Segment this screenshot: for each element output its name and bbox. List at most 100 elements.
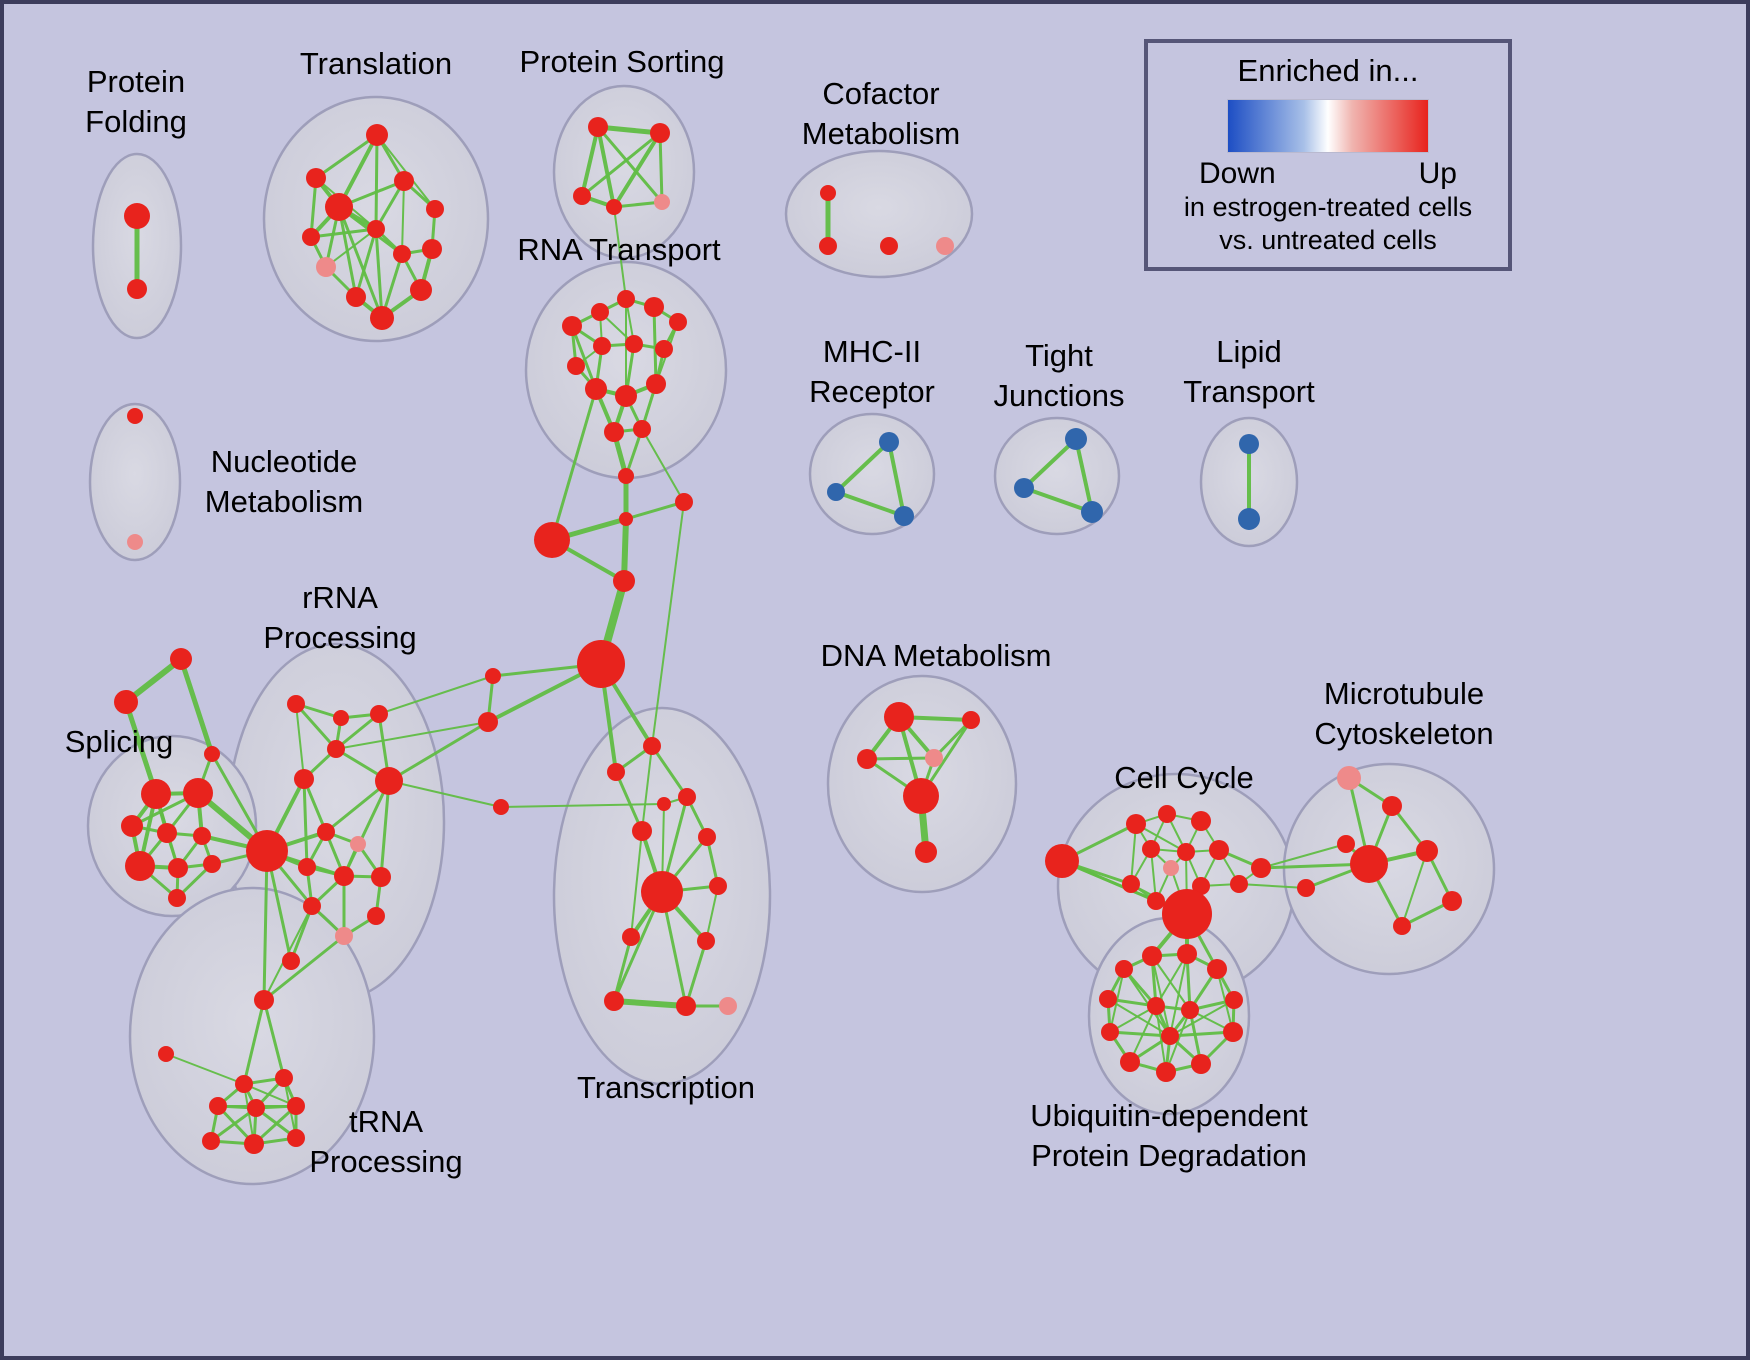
- gene-set-node-rt0[interactable]: [562, 316, 582, 336]
- gene-set-node-ub6[interactable]: [1101, 1023, 1119, 1041]
- gene-set-node-tj0[interactable]: [1065, 428, 1087, 450]
- gene-set-node-ub5[interactable]: [1225, 991, 1243, 1009]
- gene-set-node-cc1[interactable]: [1126, 814, 1146, 834]
- gene-set-node-tx1[interactable]: [607, 763, 625, 781]
- gene-set-node-ub2[interactable]: [1115, 960, 1133, 978]
- gene-set-node-tx3[interactable]: [632, 821, 652, 841]
- gene-set-node-rt3[interactable]: [644, 297, 664, 317]
- gene-set-node-ub7[interactable]: [1223, 1022, 1243, 1042]
- gene-set-node-sp8[interactable]: [168, 889, 186, 907]
- gene-set-node-rt12[interactable]: [604, 422, 624, 442]
- gene-set-node-dm4[interactable]: [903, 778, 939, 814]
- gene-set-node-tx9[interactable]: [604, 991, 624, 1011]
- gene-set-node-fm6[interactable]: [485, 668, 501, 684]
- gene-set-node-rr5[interactable]: [375, 767, 403, 795]
- gene-set-node-fm2[interactable]: [534, 522, 570, 558]
- gene-set-node-mt6[interactable]: [1442, 891, 1462, 911]
- gene-set-node-rt11[interactable]: [646, 374, 666, 394]
- gene-set-node-cc2[interactable]: [1158, 805, 1176, 823]
- gene-set-node-tx8[interactable]: [697, 932, 715, 950]
- gene-set-node-tx6[interactable]: [709, 877, 727, 895]
- gene-set-node-cc10[interactable]: [1230, 875, 1248, 893]
- gene-set-node-tp0[interactable]: [254, 990, 274, 1010]
- gene-set-node-fm5[interactable]: [577, 640, 625, 688]
- gene-set-node-tp8[interactable]: [244, 1134, 264, 1154]
- gene-set-node-rr0[interactable]: [287, 695, 305, 713]
- gene-set-node-mt3[interactable]: [1350, 845, 1388, 883]
- gene-set-node-mt7[interactable]: [1393, 917, 1411, 935]
- gene-set-node-tl10[interactable]: [394, 171, 414, 191]
- gene-set-node-rr10[interactable]: [334, 866, 354, 886]
- gene-set-node-rt9[interactable]: [585, 378, 607, 400]
- gene-set-node-cc4[interactable]: [1142, 840, 1160, 858]
- gene-set-node-rr14[interactable]: [367, 907, 385, 925]
- gene-set-node-rr2[interactable]: [370, 705, 388, 723]
- gene-set-node-sp4[interactable]: [193, 827, 211, 845]
- gene-set-node-tp4[interactable]: [209, 1097, 227, 1115]
- gene-set-node-rt8[interactable]: [567, 357, 585, 375]
- gene-set-node-ub1[interactable]: [1177, 944, 1197, 964]
- gene-set-node-rt7[interactable]: [593, 337, 611, 355]
- gene-set-node-ub12[interactable]: [1181, 1001, 1199, 1019]
- gene-set-node-rr12[interactable]: [303, 897, 321, 915]
- gene-set-node-rr1[interactable]: [333, 710, 349, 726]
- gene-set-node-rr3[interactable]: [327, 740, 345, 758]
- gene-set-node-sp0[interactable]: [141, 779, 171, 809]
- gene-set-node-tx11[interactable]: [719, 997, 737, 1015]
- gene-set-node-tg2[interactable]: [204, 746, 220, 762]
- gene-set-node-tp7[interactable]: [202, 1132, 220, 1150]
- gene-set-node-mt2[interactable]: [1337, 835, 1355, 853]
- gene-set-node-ps0[interactable]: [588, 117, 608, 137]
- gene-set-node-rt10[interactable]: [615, 385, 637, 407]
- gene-set-node-sp3[interactable]: [157, 823, 177, 843]
- gene-set-node-dm2[interactable]: [857, 749, 877, 769]
- gene-set-node-ps1[interactable]: [650, 123, 670, 143]
- gene-set-node-tx10[interactable]: [676, 996, 696, 1016]
- gene-set-node-fm9[interactable]: [657, 797, 671, 811]
- gene-set-node-fm0[interactable]: [618, 468, 634, 484]
- gene-set-node-sp5[interactable]: [125, 851, 155, 881]
- gene-set-node-nm0[interactable]: [127, 408, 143, 424]
- gene-set-node-pf1[interactable]: [127, 279, 147, 299]
- gene-set-node-cc3[interactable]: [1191, 811, 1211, 831]
- gene-set-node-rr6[interactable]: [246, 830, 288, 872]
- gene-set-node-mt0[interactable]: [1337, 766, 1361, 790]
- gene-set-node-tl3[interactable]: [302, 228, 320, 246]
- gene-set-node-cc7[interactable]: [1163, 860, 1179, 876]
- gene-set-node-dm5[interactable]: [915, 841, 937, 863]
- gene-set-node-ub8[interactable]: [1120, 1052, 1140, 1072]
- gene-set-node-tl5[interactable]: [346, 287, 366, 307]
- gene-set-node-sp7[interactable]: [203, 855, 221, 873]
- gene-set-node-tl12[interactable]: [393, 245, 411, 263]
- gene-set-node-mh2[interactable]: [894, 506, 914, 526]
- gene-set-node-tx7[interactable]: [622, 928, 640, 946]
- gene-set-node-tp6[interactable]: [287, 1097, 305, 1115]
- gene-set-node-cc0[interactable]: [1045, 844, 1079, 878]
- gene-set-node-rt5[interactable]: [655, 340, 673, 358]
- gene-set-node-tx4[interactable]: [698, 828, 716, 846]
- gene-set-node-tg0[interactable]: [170, 648, 192, 670]
- gene-set-node-cc9[interactable]: [1192, 877, 1210, 895]
- gene-set-node-rr7[interactable]: [317, 823, 335, 841]
- gene-set-node-ub13[interactable]: [1161, 1027, 1179, 1045]
- gene-set-node-lt0[interactable]: [1239, 434, 1259, 454]
- gene-set-node-fm8[interactable]: [493, 799, 509, 815]
- gene-set-node-tp2[interactable]: [235, 1075, 253, 1093]
- gene-set-node-tj1[interactable]: [1014, 478, 1034, 498]
- gene-set-node-fm1[interactable]: [675, 493, 693, 511]
- gene-set-node-tg1[interactable]: [114, 690, 138, 714]
- gene-set-node-rr11[interactable]: [371, 867, 391, 887]
- gene-set-node-mt4[interactable]: [1416, 840, 1438, 862]
- gene-set-node-fm7[interactable]: [478, 712, 498, 732]
- gene-set-node-cf0[interactable]: [820, 185, 836, 201]
- gene-set-node-dm3[interactable]: [925, 749, 943, 767]
- gene-set-node-cc6[interactable]: [1209, 840, 1229, 860]
- gene-set-node-ub3[interactable]: [1207, 959, 1227, 979]
- gene-set-node-ps4[interactable]: [654, 194, 670, 210]
- gene-set-node-cf2[interactable]: [880, 237, 898, 255]
- gene-set-node-cf1[interactable]: [819, 237, 837, 255]
- gene-set-node-dm1[interactable]: [962, 711, 980, 729]
- gene-set-node-tp9[interactable]: [287, 1129, 305, 1147]
- gene-set-node-sp1[interactable]: [183, 778, 213, 808]
- gene-set-node-tx2[interactable]: [678, 788, 696, 806]
